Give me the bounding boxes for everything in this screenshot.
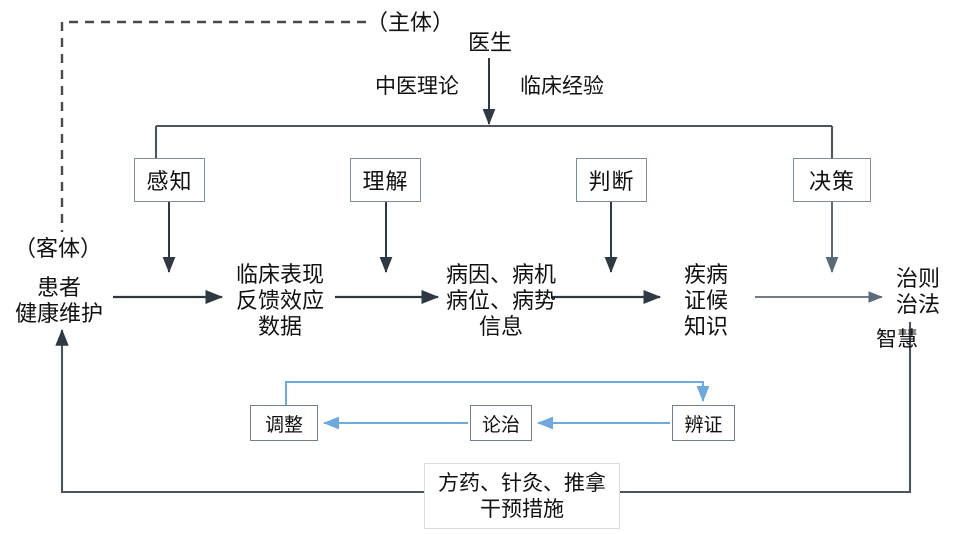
pipeline-line: 治法: [895, 291, 940, 317]
cognition-box-understanding[interactable]: 理解: [350, 158, 421, 202]
pipeline-line: 治则: [895, 266, 940, 291]
dashed-subject-object-link: [60, 20, 366, 232]
pipeline-node-clinical-data: 临床表现 反馈效应 数据: [224, 262, 336, 340]
pipeline-line: 患者: [36, 275, 81, 300]
label-subject: （主体）: [366, 10, 455, 35]
label-doctor: 医生: [467, 30, 512, 55]
intervention-box[interactable]: 方药、针灸、推拿 干预措施: [424, 463, 620, 529]
pipeline-line: 临床表现: [235, 262, 324, 287]
loop-box-adjustment[interactable]: 调整: [250, 405, 318, 441]
loop-box-syndrome-differentiation[interactable]: 辨证: [672, 405, 735, 441]
label-tcm-theory: 中医理论: [375, 74, 459, 98]
pipeline-node-etiology-info: 病因、病机 病位、病势 信息: [434, 262, 568, 340]
cognition-box-decision[interactable]: 决策: [793, 158, 871, 202]
intervention-line-2: 干预措施: [480, 497, 564, 521]
pipeline-line: 疾病: [683, 262, 728, 287]
pipeline-line: 病位、病势: [445, 287, 556, 313]
pipeline-line: 证候: [683, 287, 728, 313]
pipeline-node-patient: 患者 健康维护: [5, 275, 113, 327]
pipeline-line: 健康维护: [14, 300, 103, 326]
pipeline-node-disease-knowledge: 疾病 证候 知识: [660, 262, 752, 340]
label-clinical-experience: 临床经验: [520, 74, 604, 98]
label-object: （客体）: [14, 236, 103, 261]
pipeline-line: 数据: [257, 313, 302, 339]
pipeline-line: 反馈效应: [235, 287, 324, 313]
intervention-line-1: 方药、针灸、推拿: [438, 470, 606, 495]
pipeline-line: 知识: [683, 313, 728, 339]
cognition-box-perception[interactable]: 感知: [134, 158, 205, 202]
cognition-box-judgement[interactable]: 判断: [576, 158, 647, 202]
label-wisdom: 智慧: [876, 327, 918, 351]
pipeline-line: 病因、病机: [445, 262, 556, 287]
loop-arrow-tiaozheng-to-bianzheng: [285, 381, 710, 405]
pipeline-line: 信息: [478, 313, 523, 339]
pipeline-node-therapy-principle: 治则 治法: [876, 266, 960, 318]
loop-box-treatment-discussion[interactable]: 论治: [470, 405, 532, 441]
